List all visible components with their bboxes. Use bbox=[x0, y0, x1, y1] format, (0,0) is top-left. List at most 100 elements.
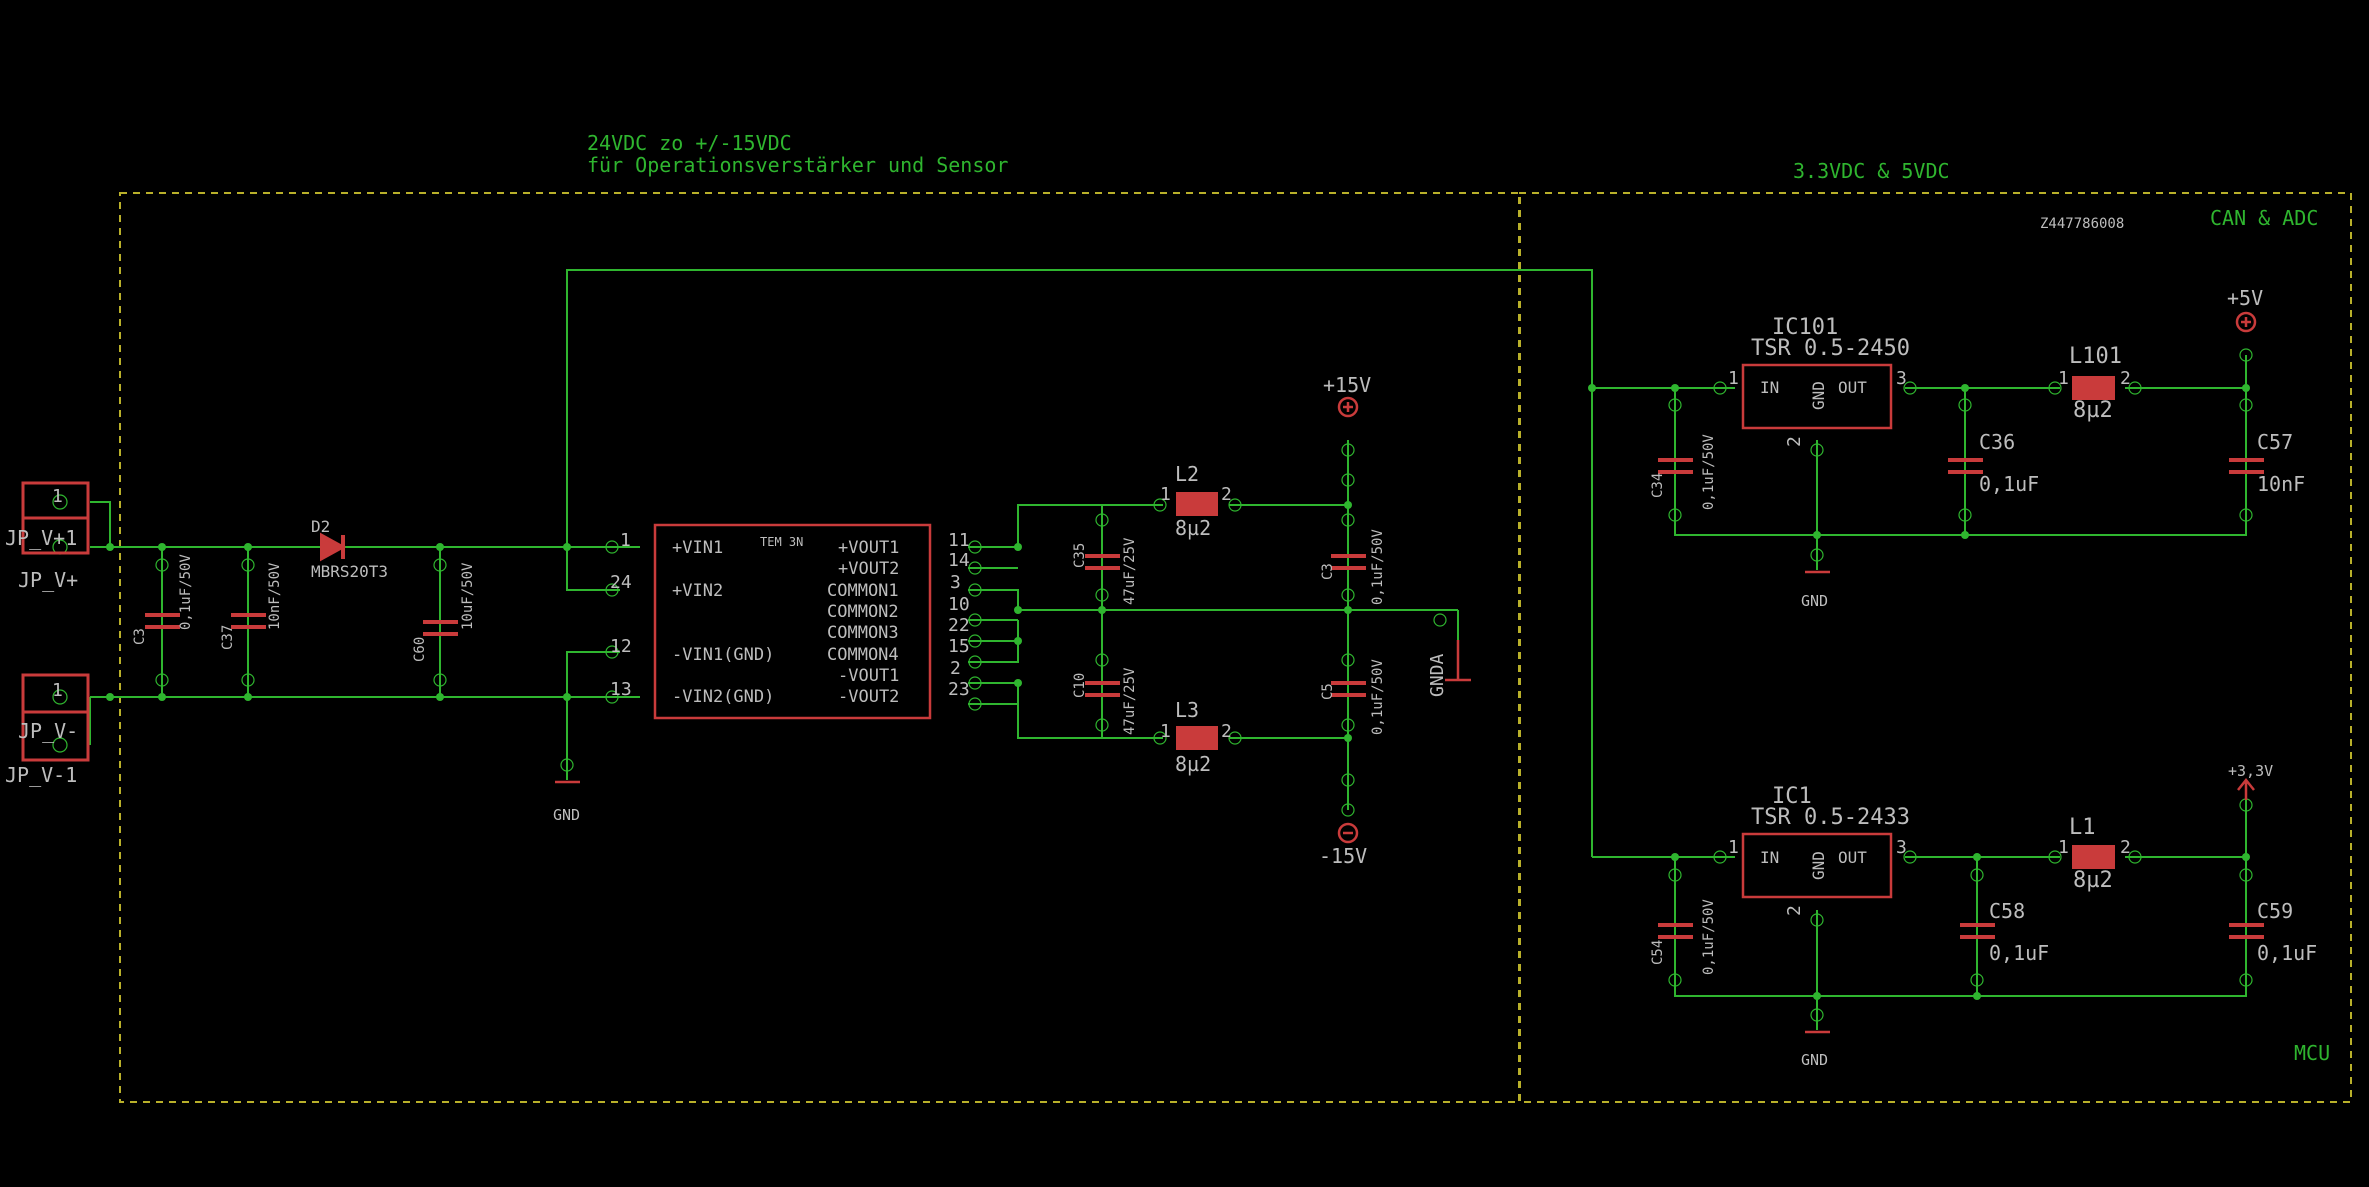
label-l2-p1: 1 bbox=[1160, 484, 1171, 505]
label-l101-name: L101 bbox=[2069, 344, 2122, 369]
label-c54-name: C54 bbox=[1650, 940, 1666, 965]
label-ic1-p1: 1 bbox=[1728, 837, 1739, 858]
label-l101-p2: 2 bbox=[2120, 368, 2131, 389]
label-title-33vdc: 3.3VDC & 5VDC bbox=[1793, 159, 1950, 183]
label-label-part-id: Z447786008 bbox=[2040, 216, 2124, 232]
label-c57-name: C57 bbox=[2257, 430, 2293, 454]
supply-symbols bbox=[555, 311, 2257, 1034]
label-c10-value: 47uF/25V bbox=[1122, 667, 1138, 735]
label-u-pin1: 1 bbox=[620, 530, 631, 551]
label-u-nvout2: -VOUT2 bbox=[838, 687, 899, 707]
label-jp1-pin: 1 bbox=[52, 486, 63, 507]
label-ic101-p3: 3 bbox=[1896, 368, 1907, 389]
label-l1-value: 8µ2 bbox=[2073, 868, 2113, 893]
label-c60-value: 10uF/50V bbox=[460, 562, 476, 630]
inductor-l1 bbox=[2072, 845, 2115, 869]
label-ic1-value: TSR 0.5-2433 bbox=[1751, 805, 1910, 830]
gnda-symbol bbox=[1445, 640, 1471, 682]
label-ic101-p1: 1 bbox=[1728, 368, 1739, 389]
label-ic101-value: TSR 0.5-2450 bbox=[1751, 336, 1910, 361]
label-u-pin10: 10 bbox=[948, 594, 970, 615]
label-gnd2: GND bbox=[1801, 592, 1828, 610]
label-c3-name: C3 bbox=[132, 628, 148, 645]
label-u-pin14: 14 bbox=[948, 550, 970, 571]
supply-p33v-symbol bbox=[2237, 777, 2255, 800]
label-c10-name: C10 bbox=[1072, 673, 1088, 698]
label-u-pin24: 24 bbox=[610, 572, 632, 593]
diode-d2 bbox=[320, 532, 347, 562]
label-p15v: +15V bbox=[1323, 373, 1371, 397]
label-l1-name: L1 bbox=[2069, 815, 2096, 840]
label-u-pin11: 11 bbox=[948, 530, 970, 551]
label-u-pin3: 3 bbox=[950, 572, 961, 593]
label-ic1-in: IN bbox=[1760, 848, 1779, 867]
label-c54-value: 0,1uF/50V bbox=[1701, 899, 1717, 975]
label-ic1-gnd: GND bbox=[1809, 851, 1828, 880]
regulator-ic101 bbox=[1741, 363, 1893, 430]
label-ic101-p2: 2 bbox=[1784, 436, 1805, 447]
label-jp2-name: JP_V- bbox=[18, 719, 78, 743]
label-ic1-name: IC1 bbox=[1772, 784, 1812, 809]
pin-circles bbox=[52, 348, 2253, 1022]
label-u-com4: COMMON4 bbox=[827, 645, 899, 665]
label-c37-name: C37 bbox=[220, 625, 236, 650]
label-l3-p1: 1 bbox=[1160, 721, 1171, 742]
supply-n15v-symbol bbox=[1337, 822, 1359, 844]
label-title-24vdc: 24VDC zo +/-15VDC bbox=[587, 131, 792, 155]
label-l101-p1: 1 bbox=[2058, 368, 2069, 389]
label-u-vout2: +VOUT2 bbox=[838, 559, 899, 579]
label-u-pin15: 15 bbox=[948, 636, 970, 657]
label-jp2-pin: 1 bbox=[52, 680, 63, 701]
junction-dots bbox=[106, 384, 2250, 1000]
label-c34-name: C34 bbox=[1650, 473, 1666, 498]
inductor-l101 bbox=[2072, 376, 2115, 400]
label-jp1-name: JP_V+1 bbox=[5, 526, 77, 550]
label-p33v: +3,3V bbox=[2228, 762, 2273, 780]
converter-tem3n bbox=[653, 523, 932, 720]
label-c3-value: 0,1uF/50V bbox=[178, 554, 194, 630]
label-ic101-gnd: GND bbox=[1809, 381, 1828, 410]
label-c59-value: 0,1uF bbox=[2257, 941, 2317, 965]
label-c59-name: C59 bbox=[2257, 899, 2293, 923]
label-gnd3: GND bbox=[1801, 1051, 1828, 1069]
frame-right-block bbox=[1518, 192, 2352, 1103]
sheet-frames bbox=[119, 192, 2352, 1103]
label-c58-value: 0,1uF bbox=[1989, 941, 2049, 965]
label-u-model: TEM 3N bbox=[760, 535, 803, 549]
label-c5-value: 0,1uF/50V bbox=[1370, 659, 1386, 735]
label-title-fuer: für Operationsverstärker und Sensor bbox=[587, 153, 1008, 177]
label-n15v: -15V bbox=[1319, 844, 1367, 868]
frame-left-block bbox=[119, 192, 1521, 1103]
label-u-nvout1: -VOUT1 bbox=[838, 666, 899, 686]
label-label-can-adc: CAN & ADC bbox=[2210, 206, 2318, 230]
label-l1-p1: 1 bbox=[2058, 837, 2069, 858]
components bbox=[145, 363, 2264, 939]
label-p5v: +5V bbox=[2227, 286, 2263, 310]
label-u-vin2: +VIN2 bbox=[672, 581, 723, 601]
label-u-vin2gnd: -VIN2(GND) bbox=[672, 687, 774, 707]
inductor-l2 bbox=[1176, 492, 1218, 516]
label-u-com3: COMMON3 bbox=[827, 623, 899, 643]
label-ic101-in: IN bbox=[1760, 378, 1779, 397]
label-c5-name: C5 bbox=[1320, 683, 1336, 700]
label-c34-value: 0,1uF/50V bbox=[1701, 434, 1717, 510]
label-l3-name: L3 bbox=[1175, 698, 1199, 722]
label-u-pin13: 13 bbox=[610, 679, 632, 700]
label-l1-p2: 2 bbox=[2120, 837, 2131, 858]
connectors bbox=[21, 481, 90, 762]
label-u-vin1: +VIN1 bbox=[672, 538, 723, 558]
label-u-pin23: 23 bbox=[948, 679, 970, 700]
supply-p5v-symbol bbox=[2235, 311, 2257, 333]
label-ic1-p2: 2 bbox=[1784, 905, 1805, 916]
label-l101-value: 8µ2 bbox=[2073, 398, 2113, 423]
label-d2-name: D2 bbox=[311, 517, 330, 536]
label-l3-p2: 2 bbox=[1221, 721, 1232, 742]
label-u-pin12: 12 bbox=[610, 636, 632, 657]
label-ic1-out: OUT bbox=[1838, 848, 1867, 867]
label-c3b-value: 0,1uF/50V bbox=[1370, 529, 1386, 605]
label-gnda: GNDA bbox=[1427, 653, 1448, 697]
label-c60-name: C60 bbox=[412, 637, 428, 662]
label-u-vin1gnd: -VIN1(GND) bbox=[672, 645, 774, 665]
label-ic101-out: OUT bbox=[1838, 378, 1867, 397]
